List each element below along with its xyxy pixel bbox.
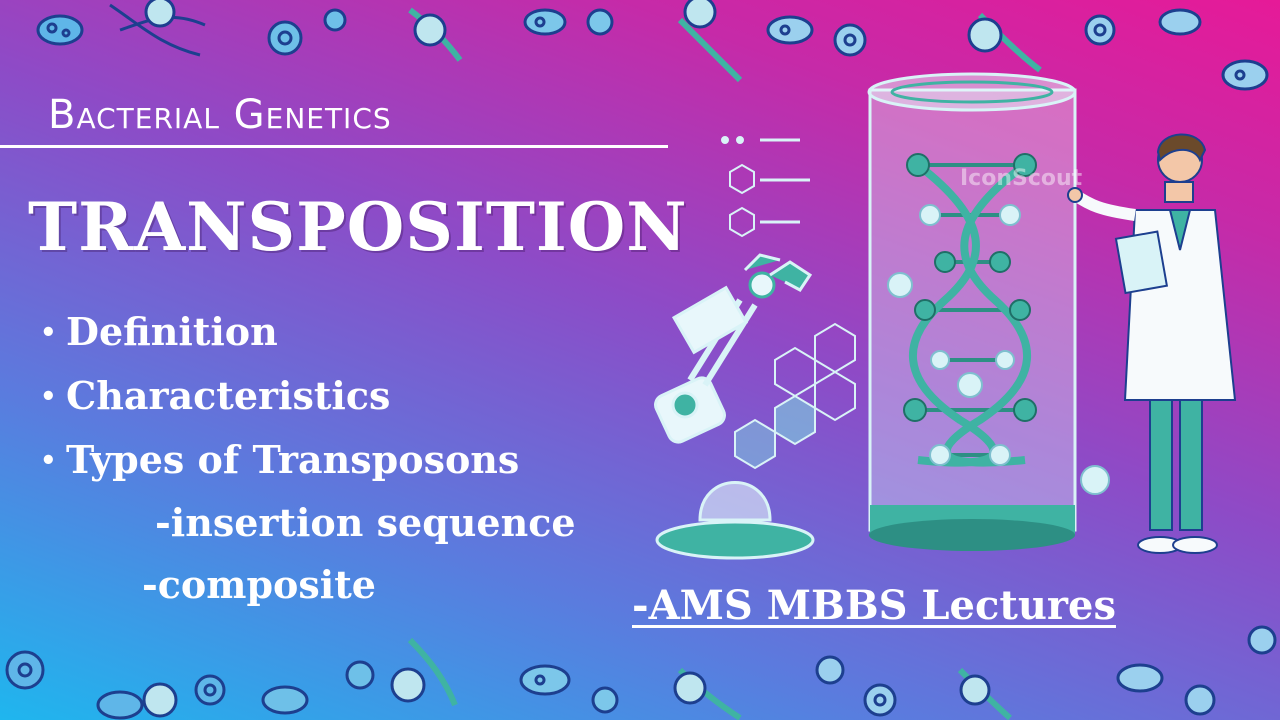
bacteria-icon: [1116, 663, 1164, 693]
bacteria-icon: [833, 23, 867, 57]
bullet-item: • Definition: [40, 305, 519, 369]
bullet-label: Characteristics: [66, 373, 391, 418]
dna-icon: [390, 637, 458, 707]
subtitle-divider: [0, 145, 668, 148]
bacteria-icon: [261, 685, 309, 715]
bacteria-icon: [591, 686, 619, 714]
sub-item-composite: -composite: [142, 562, 376, 607]
robotic-arm-illustration: [654, 253, 815, 560]
sub-item-insertion-sequence: -insertion sequence: [155, 500, 576, 545]
bacteria-icon: [194, 674, 226, 706]
bacteria-icon: [523, 8, 567, 36]
credit-text: -AMS MBBS Lectures: [632, 582, 1116, 629]
slide-subtitle: Bacterial Genetics: [48, 92, 392, 138]
bacteria-icon: [1247, 625, 1277, 655]
bacteria-icon: [323, 8, 347, 32]
bacteria-icon: [863, 683, 897, 717]
bacteria-icon: [267, 20, 303, 56]
dna-icon: [967, 12, 1042, 73]
dna-icon: [673, 667, 742, 720]
bacteria-icon: [766, 15, 814, 45]
dna-magnifier-icons: [109, 0, 1042, 720]
bacteria-icon: [36, 14, 84, 46]
bacteria-icon: [1184, 684, 1216, 716]
bullet-icon: •: [40, 318, 57, 348]
bacteria-icon: [345, 660, 375, 690]
slide-title: TRANSPOSITION: [28, 188, 688, 266]
watermark: IconScout: [960, 166, 1083, 191]
bacteria-icon: [96, 690, 144, 720]
bacteria-icon: [815, 655, 845, 685]
bullet-item: • Types of Transposons: [40, 433, 519, 497]
dna-icon: [142, 682, 178, 718]
dna-icon: [408, 7, 463, 62]
bacteria-icon: [1084, 14, 1116, 46]
dna-cylinder-illustration: [867, 72, 1110, 551]
bacteria-icon: [586, 8, 614, 36]
bullet-icon: •: [40, 446, 57, 476]
bacteria-icon: [1158, 8, 1202, 36]
dna-icon: [109, 0, 206, 57]
bacteria-icon: [5, 650, 45, 690]
bacteria-icon: [519, 664, 571, 696]
bacteria-icon: [1221, 59, 1269, 91]
scientist-illustration: [1067, 133, 1237, 554]
bullet-label: Types of Transposons: [66, 437, 520, 482]
dna-icon: [677, 0, 743, 83]
bullet-icon: •: [40, 382, 57, 412]
hexagon-molecules: [721, 136, 856, 470]
bullet-label: Definition: [66, 309, 278, 354]
bacteria-icons: [5, 8, 1277, 720]
dna-icon: [957, 667, 1012, 720]
bullet-item: • Characteristics: [40, 369, 519, 433]
bullet-list: • Definition • Characteristics • Types of T…: [40, 305, 519, 497]
